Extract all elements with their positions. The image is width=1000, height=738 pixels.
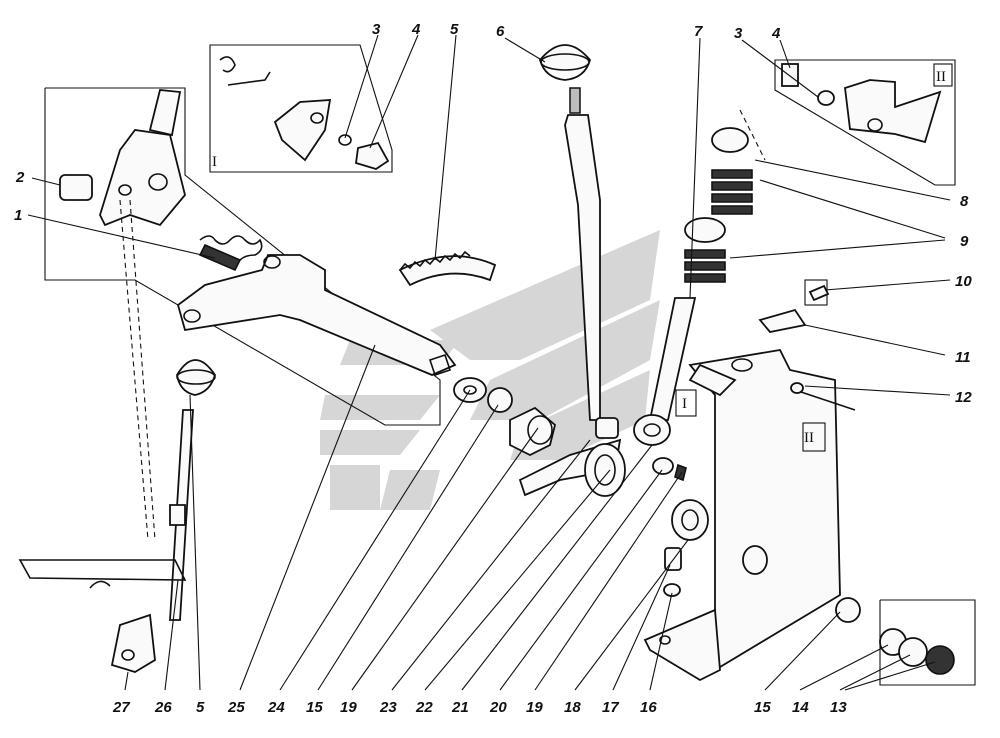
callout-3-right: 3: [734, 25, 743, 42]
pedal-lever-shaft: [176, 254, 457, 377]
callout-20: 20: [489, 699, 507, 716]
spring-stack: [684, 127, 753, 283]
callout-3-top: 3: [372, 21, 381, 38]
fastener-set-13-15: [835, 597, 976, 686]
callout-7: 7: [694, 23, 703, 40]
callout-8: 8: [960, 193, 969, 210]
callout-4-top: 4: [411, 21, 421, 38]
callout-12: 12: [955, 389, 972, 406]
callout-18: 18: [564, 699, 581, 716]
callout-25: 25: [227, 699, 245, 716]
rod-part-7: [633, 297, 697, 446]
inset-view-I: I: [209, 44, 393, 173]
callout-numbers: 3 4 5 6 7 3 4 8 9 10 11 12 2 1 27 26 5 2…: [14, 21, 972, 716]
callout-19-left: 19: [340, 699, 357, 716]
gear-lever-rod: [518, 87, 626, 497]
callout-9: 9: [960, 233, 969, 250]
knob-lower-part-6: [176, 359, 216, 396]
callout-13: 13: [830, 699, 847, 716]
callout-6-top: 6: [496, 23, 505, 40]
clevis-upper: [59, 89, 186, 227]
callout-14: 14: [792, 699, 809, 716]
callout-21: 21: [451, 699, 469, 716]
callout-4-right: 4: [771, 25, 781, 42]
gear-sector-part-5: [398, 250, 497, 287]
callout-19-right: 19: [526, 699, 543, 716]
pull-rod-part-27: [18, 409, 194, 673]
callout-23: 23: [379, 699, 397, 716]
leader-lines: [27, 34, 951, 691]
spring-part-1: [198, 235, 263, 272]
callout-24: 24: [267, 699, 285, 716]
callout-5-bottom: 5: [196, 699, 205, 716]
callout-10: 10: [955, 273, 972, 290]
callout-15-left: 15: [306, 699, 323, 716]
callout-1: 1: [14, 207, 22, 224]
callout-22: 22: [415, 699, 433, 716]
knob-part-6: [539, 44, 591, 81]
screw-part-10: [758, 279, 830, 333]
callout-16: 16: [640, 699, 657, 716]
callout-2: 2: [15, 169, 25, 186]
body-mark-II: II: [804, 430, 814, 446]
left-assembly-outline: [44, 87, 441, 426]
callout-5-top: 5: [450, 21, 459, 38]
inset-II-label: II: [936, 69, 946, 85]
callout-27: 27: [112, 699, 130, 716]
callout-15-right: 15: [754, 699, 771, 716]
inset-I-label: I: [212, 154, 217, 170]
housing-part-16: II I: [643, 349, 856, 682]
inset-view-II: II: [774, 59, 956, 186]
callout-17: 17: [602, 699, 619, 716]
callout-11: 11: [955, 349, 971, 366]
callout-26: 26: [154, 699, 172, 716]
watermark-logo: [320, 230, 660, 510]
body-mark-I: I: [682, 396, 687, 412]
